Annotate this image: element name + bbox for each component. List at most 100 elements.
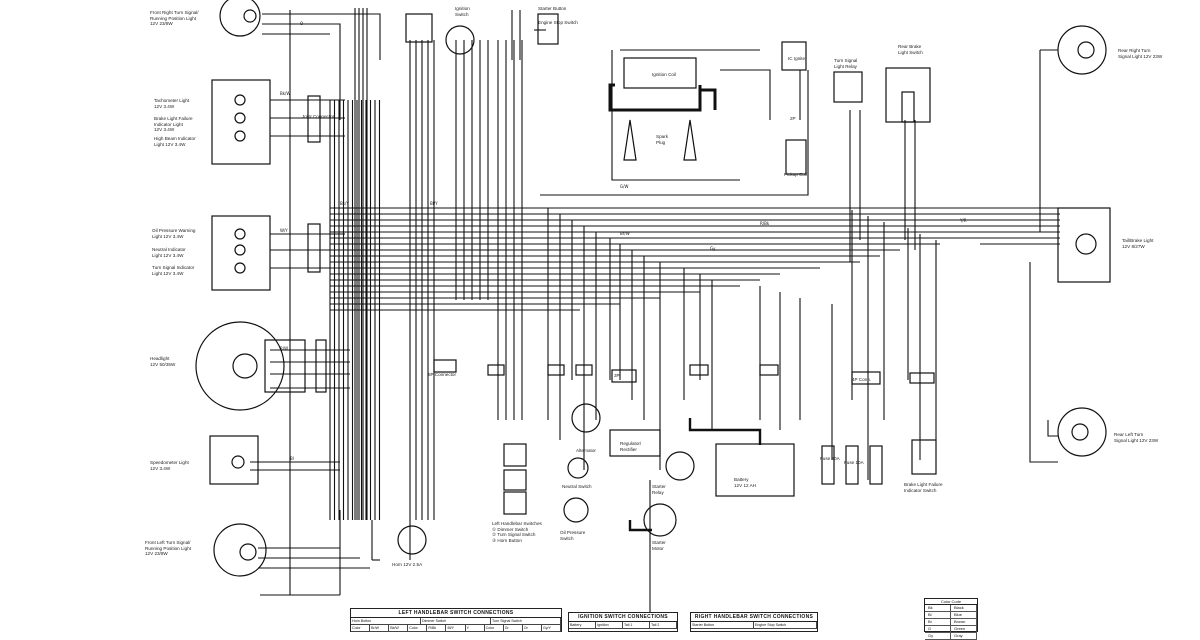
left-table-col: Color [408,625,428,631]
3p-connector [611,369,637,383]
right-table-title: RIGHT HANDLEBAR SWITCH CONNECTIONS [691,613,817,622]
wire [262,13,381,60]
color-code-cell: Blue [951,612,977,618]
switch-plunger [901,91,915,123]
wire-harness [250,8,1060,630]
ignition-switch-dial [445,25,475,55]
rear-right-turn-lamp [1057,25,1107,75]
6p-connector [433,359,457,373]
label-ic-igniter: IC Igniter [788,56,807,61]
label-rear-left-turn: Rear Left Turn Signal Light 12V 23W [1114,432,1159,443]
label-spark-plug: Spark Plug [656,134,669,145]
left-table-group: Dimmer Switch [421,618,491,624]
starter-motor [643,503,677,537]
left-table-col: Bl/Y [446,625,466,631]
left-table-col: Y [466,625,485,631]
label-joint-connector: Joint Connector [302,114,335,119]
battery-cable [688,418,762,445]
right-table-group: Starter Button [691,622,754,628]
left-table-col: Gr [504,625,523,631]
label-high-beam-indicator: High Beam Indicator Light 12V 3.4W [154,136,196,147]
headlight-bulb [232,353,258,379]
right-handlebar-switch-table: RIGHT HANDLEBAR SWITCH CONNECTIONS Start… [690,612,818,632]
label-left-handlebar: Left Handlebar Switches ① Dimmer Switch … [492,521,542,543]
ignition-col: Ignition [596,622,623,628]
label-speedometer-light: Speedometer Light 12V 3.4W [150,460,189,471]
front-left-turn-lamp [213,523,267,577]
label-turn-relay: Turn Signal Light Relay [834,58,858,69]
ic-igniter [781,41,807,71]
speedometer-bulb [231,455,245,469]
bulb [243,9,257,23]
alternator [571,403,601,433]
color-code-cell: Green [951,626,977,632]
label-headlight: Headlight 12V 50/35W [150,356,176,367]
bulb [1071,423,1089,441]
label-pickup-coil: Pickup Coil [784,172,807,177]
horn-button [503,491,527,515]
wire-color-tag: G/W [620,184,628,189]
label-rear-brake-switch: Rear Brake Light Switch [898,44,923,55]
indicator-housing-2 [211,215,271,291]
color-code-title: Color Code [925,599,977,605]
label-oil-pressure-warning: Oil Pressure Warning Light 12V 3.4W [152,228,196,239]
neutral-switch [567,457,589,479]
left-handlebar-switch-table: LEFT HANDLEBAR SWITCH CONNECTIONS Horn B… [350,608,562,632]
color-code-cell: Black [951,605,977,611]
indicator-bulb [234,244,246,256]
joint-connector [315,339,327,393]
indicator-bulb [234,262,246,274]
fuse-20a [821,445,835,485]
connector [547,364,565,376]
left-table-group: Turn Signal Switch [491,618,561,624]
label-engine-stop-switch: Engine Stop Switch [538,20,578,25]
label-brake-failure-indicator: Brake Light Failure Indicator Light 12V … [154,116,193,133]
label-alternator: Alternator [576,448,596,453]
turn-signal-relay [833,71,863,103]
left-table-col: R/Bk [427,625,447,631]
components [195,0,1111,577]
indicator-housing [211,79,271,165]
color-code-cell: Gray [951,633,977,639]
indicator-bulb [234,130,246,142]
left-table-col: Color [485,625,504,631]
starter-cable [628,520,652,532]
fuse [869,445,883,485]
rear-brake-switch [885,67,931,123]
front-right-turn-lamp [219,0,261,37]
label-6p-connector: 6P Connector [428,372,457,377]
left-table-col: Bk/W [389,625,409,631]
label-tail-brake-light: Tail/Brake Light 12V 8/27W [1122,238,1154,249]
wire-color-tag: Br/W [620,231,630,236]
wire-color-tag: W/Y [280,228,288,233]
connector [689,364,709,376]
bulb [239,543,257,561]
indicator-bulb [234,228,246,240]
color-code-cell: Bl [925,612,951,618]
wire-color-tag: Bl/Y [430,201,438,206]
regulator-rectifier [609,429,661,457]
label-ignition-switch: Ignition Switch [455,6,470,17]
wire [540,70,809,196]
label-battery: Battery 12V 12 AH [734,477,756,488]
right-table-group: Engine Stop Switch [754,622,817,628]
left-table-col: Gy/Y [542,625,562,631]
fuse-10a [845,445,859,485]
wire-color-tag: R/W [280,346,288,351]
left-table-col: Color [351,625,371,631]
connector [759,364,779,376]
spark-plug-right [683,119,697,161]
connector [575,364,593,376]
horn [397,525,427,555]
indicator-bulb [234,112,246,124]
wire-color-tag: R/Bk [760,221,770,226]
label-starter-button: Starter Button [538,6,567,11]
bulb [1077,41,1095,59]
turn-switch [503,469,527,491]
label-fuse-10a: Fuse 10A [844,460,864,465]
left-table-col: Br/W [370,625,390,631]
joint-connector [307,95,321,143]
